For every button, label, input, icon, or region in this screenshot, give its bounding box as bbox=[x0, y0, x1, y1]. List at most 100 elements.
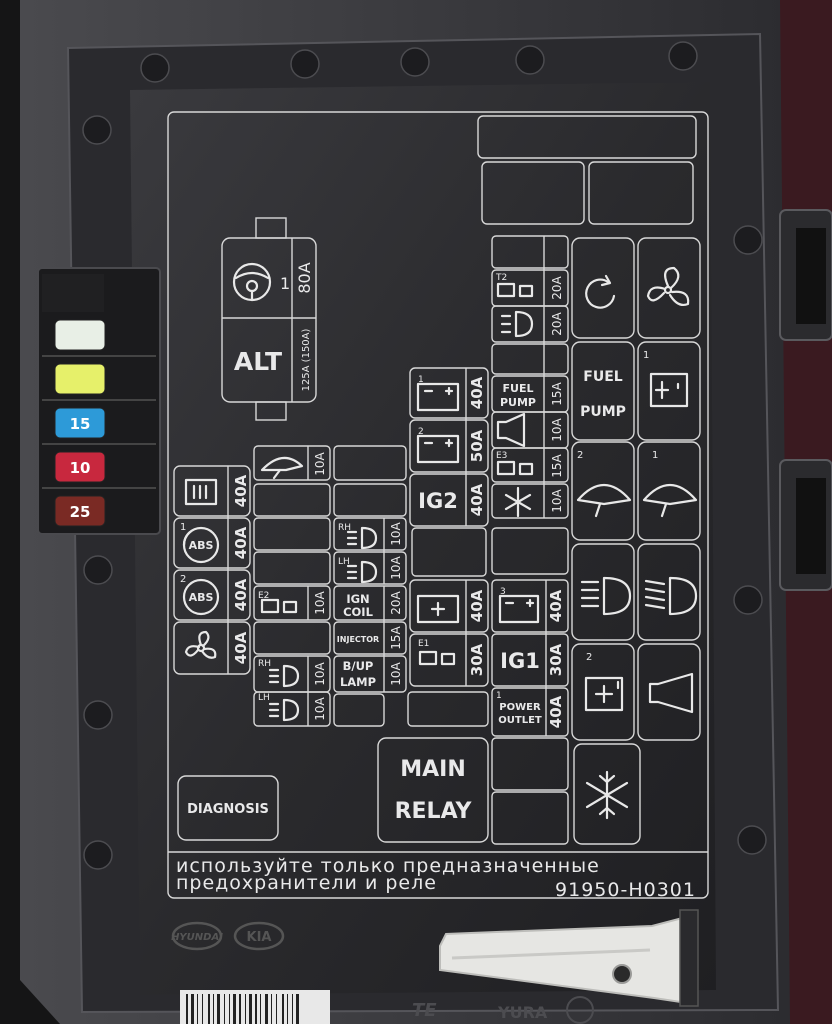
barcode-bar bbox=[191, 994, 194, 1024]
lh-label: LH bbox=[338, 557, 350, 567]
ig2-fuse-amp: 40A bbox=[468, 483, 486, 516]
battery-icon bbox=[498, 594, 540, 624]
hyundai-logo: HYUNDAI bbox=[171, 921, 223, 951]
barcode-bar bbox=[255, 994, 257, 1024]
batt2-fuse-amp: 50A bbox=[468, 429, 486, 462]
barcode-bar bbox=[249, 994, 252, 1024]
abs2-label: ABS bbox=[189, 591, 214, 604]
lh-head-fuse-amp: 10A bbox=[389, 555, 403, 579]
rear-defog-fuse-amp: 40A bbox=[232, 474, 250, 507]
ig2-label: IG2 bbox=[418, 489, 458, 513]
spare-fuse-brown[interactable]: 25 bbox=[54, 495, 106, 527]
spare-fuse-blue[interactable]: 15 bbox=[54, 407, 106, 439]
kia-logo: KIA bbox=[233, 921, 285, 951]
footer-warning: используйте только предназначенные предо… bbox=[168, 851, 708, 901]
batt4-number: 3 bbox=[500, 587, 506, 597]
barcode-bar bbox=[224, 994, 225, 1024]
abs1-number: 1 bbox=[180, 522, 186, 533]
te-logo: TE bbox=[412, 1000, 437, 1021]
relay-wiper-2-number: 2 bbox=[577, 450, 583, 461]
circulation-icon bbox=[585, 274, 616, 309]
kia-text: KIA bbox=[247, 930, 272, 945]
barcode-bar bbox=[245, 994, 246, 1024]
rh-head-fuse-amp: 10A bbox=[389, 521, 403, 545]
barcode-bar bbox=[233, 994, 236, 1024]
e3-fuse-amp: 15A bbox=[550, 453, 564, 477]
engine-icon bbox=[260, 598, 298, 614]
ign-coil-label-1: IGN bbox=[346, 592, 369, 606]
power-outlet-fuse-amp: 40A bbox=[547, 695, 565, 728]
snowflake-icon bbox=[585, 770, 629, 820]
bup-lamp-label-1: B/UP bbox=[343, 659, 374, 673]
spare-fuse-red[interactable]: 10 bbox=[54, 451, 106, 483]
barcode-bar bbox=[271, 994, 272, 1024]
warning-line-1: используйте только предназначенные bbox=[176, 855, 600, 877]
barcode-bar bbox=[197, 994, 198, 1024]
battery-icon bbox=[416, 594, 460, 624]
main-relay-label-1: MAIN bbox=[400, 757, 466, 782]
fan-icon bbox=[646, 266, 690, 307]
barcode-bar bbox=[208, 994, 210, 1024]
steering-wheel-icon bbox=[232, 262, 272, 302]
rh-lamp-label: RH bbox=[258, 659, 271, 669]
batt3-fuse-amp: 40A bbox=[468, 589, 486, 622]
relay-wiper-1-number: 1 bbox=[652, 450, 658, 461]
abs1-fuse-amp: 40A bbox=[232, 526, 250, 559]
fuse-puller-tool[interactable] bbox=[439, 909, 699, 1007]
relay-grid: FUEL PUMP 1 2 1 2 bbox=[571, 237, 701, 845]
headlamp-icon bbox=[268, 698, 300, 722]
spare-fuse-yellow[interactable] bbox=[54, 363, 106, 395]
yura-logo: YURA bbox=[497, 1003, 548, 1022]
barcode-bar bbox=[186, 994, 188, 1024]
bup-lamp-label-2: LAMP bbox=[340, 675, 376, 689]
right-clip-top bbox=[779, 209, 832, 341]
right-narrow-fuse-column: T2 20A 20A FUEL PUMP 15A 10A E3 15A 10A … bbox=[491, 235, 569, 845]
abs1-label: ABS bbox=[189, 539, 214, 552]
spare-fuse-clear[interactable] bbox=[54, 319, 106, 351]
power-outlet-label-1: POWER bbox=[499, 702, 541, 713]
barcode-bar bbox=[213, 994, 214, 1024]
lid-panel bbox=[130, 82, 716, 995]
injector-label: INJECTOR bbox=[337, 635, 379, 644]
barcode-bar bbox=[217, 994, 220, 1024]
recycle-mark bbox=[566, 996, 594, 1024]
e1-label: E1 bbox=[418, 639, 429, 649]
batt1-fuse-amp: 40A bbox=[468, 376, 486, 409]
alt-fuse: 1 80A ALT 125A (150A) bbox=[221, 217, 317, 421]
fuel-pump-relay-label-1: FUEL bbox=[583, 369, 622, 385]
abs-icon bbox=[182, 526, 220, 564]
barcode-bar bbox=[282, 994, 284, 1024]
barcode-bar bbox=[260, 994, 261, 1024]
spare-fuse-holder: 15 10 25 bbox=[37, 267, 161, 535]
wiper-icon bbox=[260, 456, 304, 480]
barcode-bar bbox=[202, 994, 203, 1024]
e2-label: E2 bbox=[258, 591, 269, 601]
horn-fuse-amp: 10A bbox=[550, 417, 564, 441]
lh-lamp-label: LH bbox=[258, 693, 270, 703]
headlamp-icon bbox=[580, 576, 632, 616]
engine-icon bbox=[418, 650, 456, 666]
barcode-bar bbox=[229, 994, 230, 1024]
ign-coil-label-2: COIL bbox=[343, 605, 373, 619]
abs2-number: 2 bbox=[180, 574, 186, 585]
main-relay: MAIN RELAY bbox=[377, 737, 489, 843]
barcode-bar bbox=[287, 994, 288, 1024]
spare-fuse-rating-15: 15 bbox=[70, 415, 91, 433]
batt1-number: 1 bbox=[418, 375, 424, 385]
head-fuse-amp: 20A bbox=[550, 311, 564, 335]
top-blank-cells bbox=[477, 115, 697, 225]
spare-fuse-rating-25: 25 bbox=[70, 503, 91, 521]
hyundai-text: HYUNDAI bbox=[171, 932, 223, 943]
barcode-bar bbox=[265, 994, 268, 1024]
snowflake-icon bbox=[504, 486, 532, 518]
headlamp-icon bbox=[500, 310, 534, 338]
barcode-bar bbox=[296, 994, 299, 1024]
alt-number: 1 bbox=[280, 274, 290, 293]
spare-fuse-rating-10: 10 bbox=[70, 459, 91, 477]
power-outlet-label-2: OUTLET bbox=[498, 715, 542, 726]
bup-lamp-fuse-amp: 10A bbox=[389, 661, 403, 685]
fuel-pump-fuse-label-1: FUEL bbox=[503, 382, 534, 395]
alt-amp-top: 80A bbox=[295, 262, 314, 293]
ig1-fuse-amp: 30A bbox=[547, 643, 565, 676]
